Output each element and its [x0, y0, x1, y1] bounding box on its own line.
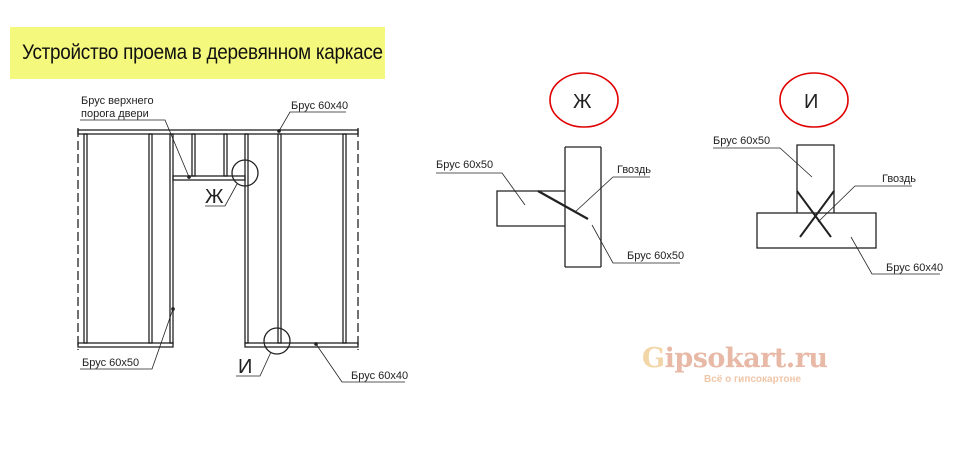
page-title: Устройство проема в деревянном каркасе — [22, 41, 383, 64]
watermark: Gipsokart.ru Всё о гипсокартоне — [642, 343, 828, 385]
label-header-line2: порога двери — [81, 108, 149, 120]
cripple-stud — [191, 133, 196, 177]
label-header-line1: Брус верхнего — [81, 95, 154, 107]
callout-circle-zh — [231, 159, 259, 187]
callout-circle-i — [263, 327, 291, 355]
top-plate — [77, 129, 359, 135]
detail-i-label-bottom: Брус 60x40 — [886, 262, 943, 274]
watermark-logo: Gipsokart.ru — [642, 343, 828, 374]
detail-zh-heading: Ж — [573, 91, 592, 113]
detail-i-label-top: Брус 60x50 — [713, 135, 770, 147]
door-frame-drawing — [77, 111, 405, 383]
door-header — [172, 175, 246, 181]
marker-i: И — [238, 356, 252, 378]
watermark-tagline: Всё о гипсокартоне — [704, 374, 802, 385]
detail-zh-label-nail: Гвоздь — [617, 164, 651, 176]
detail-i: И Брус 60x50 Гвоздь Брус 60x40 — [713, 72, 943, 275]
bottom-plate-right — [244, 342, 359, 348]
nail — [537, 190, 589, 220]
detail-i-label-nail: Гвоздь — [882, 173, 916, 185]
detail-zh: Ж Брус 60x50 Гвоздь Брус 60x50 — [436, 72, 684, 268]
label-bottom-plate: Брус 60x40 — [351, 370, 408, 382]
title-banner: Устройство проема в деревянном каркасе — [10, 27, 385, 79]
detail-i-circle — [779, 72, 849, 128]
marker-zh: Ж — [205, 186, 224, 208]
detail-zh-label-left: Брус 60x50 — [436, 159, 493, 171]
label-top-plate: Брус 60x40 — [291, 100, 348, 112]
detail-i-heading: И — [804, 91, 818, 113]
bottom-plate-left — [77, 342, 174, 348]
label-stud: Брус 60x50 — [82, 357, 139, 369]
studs — [83, 133, 347, 344]
detail-zh-label-right: Брус 60x50 — [627, 250, 684, 262]
cripple-stud — [223, 133, 228, 177]
detail-zh-circle — [549, 72, 619, 128]
